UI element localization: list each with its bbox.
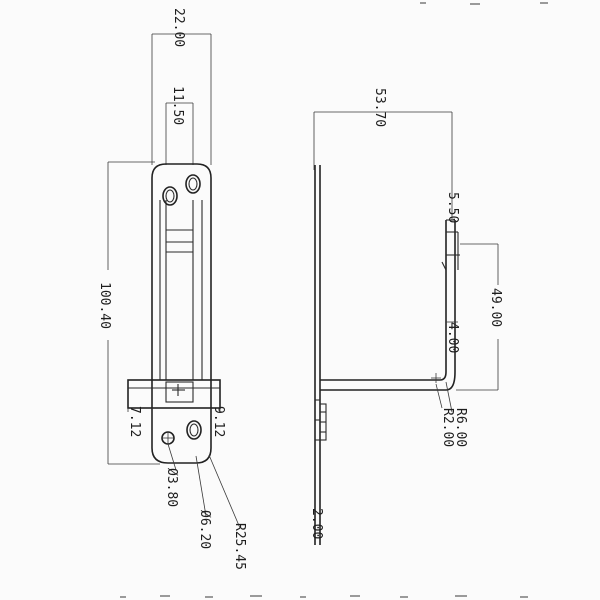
dim-large-hole-label: Ø6.20: [197, 510, 212, 549]
dim-step: 4.00: [445, 321, 460, 353]
dim-left-offset-label: 7.12: [127, 406, 142, 437]
dim-length-front: 100.40: [96, 161, 160, 465]
side-view: 53.70: [309, 88, 508, 545]
bracket-plate-outline: [151, 163, 212, 464]
bottom-hole-small: [161, 431, 175, 445]
dim-height-label: 49.00: [488, 288, 503, 327]
dim-slot-width-label: 11.50: [170, 86, 185, 125]
dim-right-offset-label: 9.12: [211, 406, 226, 437]
dim-overall-width-side-label: 53.70: [372, 88, 387, 127]
dim-overall-width-front: 22.00: [151, 8, 212, 165]
scan-noise: [120, 2, 548, 598]
dim-lip-label: 5.50: [445, 192, 460, 223]
dim-offsets: 7.12 9.12: [127, 406, 226, 437]
dim-height-side: 49.00: [456, 243, 508, 391]
dim-slot-width-front: 11.50: [165, 86, 194, 165]
clip-section: [127, 379, 221, 420]
dim-thickness-label: 2.00: [309, 508, 324, 539]
top-hole-left: [162, 186, 178, 206]
dim-overall-width-side: 53.70: [313, 88, 453, 220]
front-view: 22.00 11.50 100.40: [96, 8, 247, 570]
bottom-hole-large: [186, 420, 202, 440]
dim-step-label: 4.00: [445, 322, 460, 353]
hole-leaders: Ø3.80 Ø6.20 R25.45: [164, 443, 247, 570]
top-hole-right: [185, 174, 201, 194]
side-arm: [320, 219, 460, 391]
dim-small-hole-label: Ø3.80: [164, 468, 179, 507]
dim-lip: 5.50: [445, 192, 460, 223]
dim-length-label: 100.40: [97, 282, 112, 329]
dim-radii: R6.00 R2.00: [435, 381, 468, 447]
dim-radius-outer-label: R6.00: [453, 408, 468, 447]
side-plate: [314, 165, 327, 545]
dim-radius-inner-label: R2.00: [440, 408, 455, 447]
dim-overall-width-label: 22.00: [171, 8, 186, 47]
dim-end-radius-label: R25.45: [232, 523, 247, 570]
dim-thickness: 2.00: [309, 508, 324, 539]
